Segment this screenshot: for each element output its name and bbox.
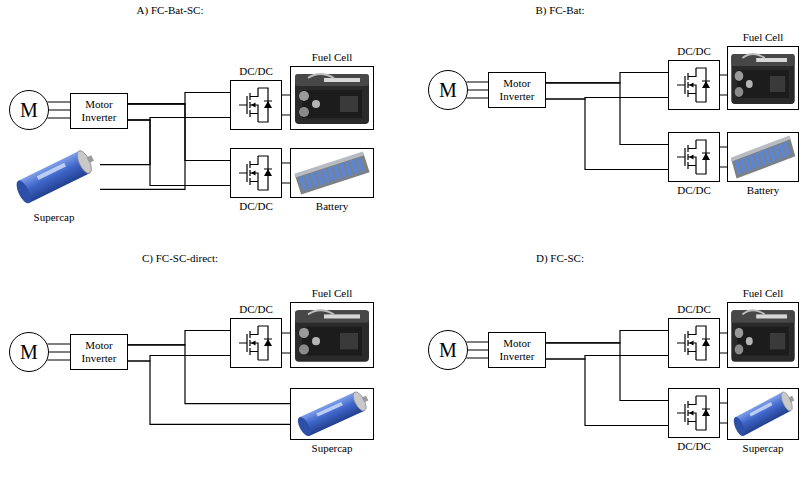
subfigure-title: A) FC-Bat-SC: xyxy=(137,4,204,16)
mosfet-symbol xyxy=(677,68,710,102)
fuel-cell-picture xyxy=(295,310,369,362)
wire-connector xyxy=(47,102,70,118)
part-label: Fuel Cell xyxy=(743,287,784,300)
fuel-cell-picture xyxy=(731,54,794,104)
wire-connector xyxy=(282,333,290,353)
part-label: DC/DC xyxy=(677,184,711,197)
supercap-box: Supercap xyxy=(290,388,374,440)
subfigure-title: B) FC-Bat: xyxy=(535,4,584,16)
wire-connector xyxy=(128,345,290,425)
part-label: DC/DC xyxy=(239,303,273,316)
supercap-box: Supercap xyxy=(8,146,100,208)
wire-connector xyxy=(720,75,727,95)
part-label: Supercap xyxy=(312,442,353,455)
part-label: Battery xyxy=(316,200,348,213)
motor-circle: M xyxy=(428,70,468,110)
fuel-cell-box: Fuel Cell xyxy=(290,302,374,368)
supercap-picture xyxy=(731,389,797,438)
wire-connector xyxy=(282,95,290,115)
motor-circle: M xyxy=(428,330,468,370)
subfigure-title: C) FC-SC-direct: xyxy=(142,252,218,264)
wire-connector xyxy=(128,331,230,362)
converter-box: DC/DC xyxy=(668,388,720,438)
part-label: DC/DC xyxy=(239,65,273,78)
converter-box: DC/DC xyxy=(230,148,282,198)
wire-connector xyxy=(720,147,727,167)
wire-connector xyxy=(128,104,230,186)
box-text: M xyxy=(18,341,40,364)
box-text: Motor Inverter xyxy=(489,337,545,362)
wire-connector xyxy=(546,331,668,360)
fuel-cell-box: Fuel Cell xyxy=(290,66,374,130)
converter-box: DC/DC xyxy=(668,60,720,110)
battery-picture xyxy=(294,151,369,194)
wire-connector xyxy=(546,83,668,170)
fuel-cell-picture xyxy=(731,310,794,362)
mosfet-symbol xyxy=(239,156,272,190)
part-label: Supercap xyxy=(743,442,784,455)
fuel-cell-box: Fuel Cell xyxy=(727,46,799,110)
part-label: DC/DC xyxy=(677,303,711,316)
supercap-box: Supercap xyxy=(727,388,799,440)
mosfet-symbol xyxy=(677,140,710,174)
battery-box: Battery xyxy=(727,132,799,182)
fuel-cell-picture xyxy=(295,74,369,124)
box-text: Motor Inverter xyxy=(71,98,127,123)
box-text: M xyxy=(437,79,459,102)
wire-connector xyxy=(282,163,290,183)
supercap-picture xyxy=(295,389,372,438)
converter-box: DC/DC xyxy=(230,80,282,130)
inverter-box: Motor Inverter xyxy=(488,72,546,108)
part-label: Fuel Cell xyxy=(743,31,784,44)
part-label: DC/DC xyxy=(677,45,711,58)
box-text: M xyxy=(437,339,459,362)
wire-connector xyxy=(47,344,70,360)
supercap-picture xyxy=(14,147,98,206)
part-label: Supercap xyxy=(34,211,75,224)
wire-connector xyxy=(466,342,488,358)
inverter-box: Motor Inverter xyxy=(488,332,546,368)
wire-connector xyxy=(546,343,668,426)
battery-box: Battery xyxy=(290,148,374,198)
inverter-box: Motor Inverter xyxy=(70,93,128,129)
part-label: DC/DC xyxy=(239,200,273,213)
subfigure-title: D) FC-SC: xyxy=(536,252,584,264)
box-text: Motor Inverter xyxy=(71,339,127,364)
mosfet-symbol xyxy=(677,396,710,430)
fuel-cell-box: Fuel Cell xyxy=(727,302,799,368)
box-text: M xyxy=(18,99,40,122)
mosfet-symbol xyxy=(677,326,710,360)
wire-connector xyxy=(720,333,727,353)
part-label: Battery xyxy=(747,184,779,197)
inverter-box: Motor Inverter xyxy=(70,334,128,370)
part-label: Fuel Cell xyxy=(312,287,353,300)
mosfet-symbol xyxy=(239,326,272,360)
mosfet-symbol xyxy=(239,88,272,122)
part-label: Fuel Cell xyxy=(312,51,353,64)
motor-circle: M xyxy=(9,332,49,372)
wire-connector xyxy=(466,82,488,98)
part-label: DC/DC xyxy=(677,440,711,453)
converter-box: DC/DC xyxy=(668,132,720,182)
wire-connector xyxy=(720,403,727,423)
wire-connector xyxy=(128,93,230,121)
box-text: Motor Inverter xyxy=(489,77,545,102)
battery-picture xyxy=(731,135,796,178)
converter-box: DC/DC xyxy=(230,318,282,368)
converter-box: DC/DC xyxy=(668,318,720,368)
wire-connector xyxy=(546,73,668,100)
motor-circle: M xyxy=(9,90,49,130)
